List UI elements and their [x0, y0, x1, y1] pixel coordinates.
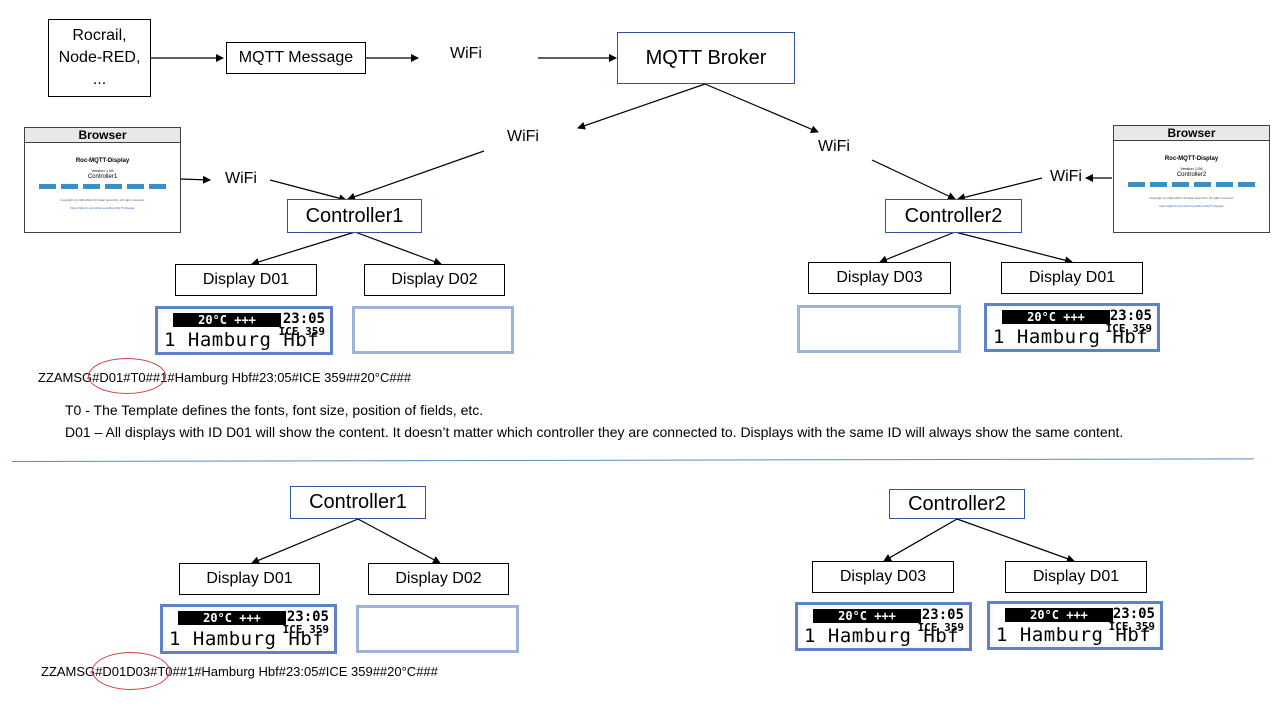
lcd-temperature-bar: 20°C +++: [178, 611, 286, 625]
lcd-train: ICE 359: [278, 325, 325, 338]
browser-button: [1150, 182, 1167, 187]
lcd-screen: 20°C +++ 23:05 ICE 359 1 Hamburg Hbf: [993, 606, 1157, 646]
lcd-time: 23:05: [1112, 606, 1155, 622]
display-d01-box: Display D01: [175, 264, 317, 296]
lcd-train: ICE 359: [282, 623, 329, 636]
lcd-destination: 1 Hamburg Hbf: [169, 628, 325, 650]
browser-button: [105, 184, 122, 189]
browser-button: [61, 184, 78, 189]
lcd-train: ICE 359: [1108, 620, 1155, 633]
mqtt-broker-box: MQTT Broker: [617, 32, 795, 84]
browser-button: [1194, 182, 1211, 187]
browser-header: Browser: [25, 128, 180, 143]
display-d03-box-bottom: Display D03: [812, 561, 954, 593]
wifi-label-browser-right: WiFi: [1050, 168, 1082, 185]
lcd-display-d03-empty: [797, 305, 961, 353]
source-more: ...: [92, 71, 107, 88]
display-d03-box: Display D03: [808, 262, 951, 294]
message-suffix: T0##1#Hamburg Hbf#23:05#ICE 359##20°C###: [157, 664, 438, 679]
browser-page-title: Roc-MQTT-Display: [75, 158, 130, 164]
browser-version: Version 1.06: [1180, 166, 1203, 171]
browser-button: [39, 184, 56, 189]
browser-link: https://github.com/chrismoss/Roc-MQTT-Di…: [70, 206, 135, 210]
note-template: T0 - The Template defines the fonts, fon…: [65, 402, 484, 418]
lcd-train: ICE 359: [1105, 322, 1152, 335]
message-prefix: ZZAMSG: [38, 370, 93, 385]
lcd-time: 23:05: [921, 607, 964, 623]
wifi-label-browser-left: WiFi: [225, 170, 257, 187]
browser-button: [1216, 182, 1233, 187]
lcd-display-d03-bottom: 20°C +++ 23:05 ICE 359 1 Hamburg Hbf: [795, 602, 972, 651]
controller1-box-bottom: Controller1: [290, 486, 426, 519]
note-display-id: D01 – All displays with ID D01 will show…: [65, 424, 1124, 440]
wifi-label-top: WiFi: [450, 45, 482, 62]
lcd-display-d02-empty-bottom: [356, 605, 519, 653]
source-node-red: Node-RED,: [58, 49, 141, 66]
source-box: Rocrail, Node-RED, ...: [48, 19, 151, 97]
browser-window-left: Browser Roc-MQTT-Display Version 1.06 Co…: [24, 127, 181, 233]
lcd-screen: 20°C +++ 23:05 ICE 359 1 Hamburg Hbf: [166, 609, 331, 650]
mqtt-message-box: MQTT Message: [226, 42, 366, 74]
browser-button: [83, 184, 100, 189]
browser-button: [1172, 182, 1189, 187]
lcd-temperature-bar: 20°C +++: [1005, 608, 1113, 622]
lcd-time: 23:05: [1109, 308, 1152, 324]
lcd-display-d01-right: 20°C +++ 23:05 ICE 359 1 Hamburg Hbf: [984, 303, 1160, 352]
browser-window-right: Browser Roc-MQTT-Display Version 1.06 Co…: [1113, 125, 1270, 233]
source-rocrail: Rocrail,: [72, 27, 127, 44]
display-d02-box-bottom: Display D02: [368, 563, 509, 595]
display-d01-box-right: Display D01: [1001, 262, 1143, 294]
browser-controller-name: Controller2: [1176, 172, 1207, 178]
browser-version: Version 1.06: [91, 168, 114, 173]
lcd-destination: 1 Hamburg Hbf: [993, 326, 1149, 348]
browser-button: [127, 184, 144, 189]
browser-button: [1128, 182, 1145, 187]
lcd-temperature-bar: 20°C +++: [173, 313, 281, 327]
display-d02-box: Display D02: [364, 264, 505, 296]
lcd-time: 23:05: [286, 609, 329, 625]
display-d01-box-bottom-right: Display D01: [1005, 561, 1147, 593]
highlight-oval-1: [88, 358, 166, 394]
browser-button: [149, 184, 166, 189]
lcd-destination: 1 Hamburg Hbf: [996, 624, 1152, 646]
browser-controller-name: Controller1: [87, 174, 118, 180]
lcd-screen: 20°C +++ 23:05 ICE 359 1 Hamburg Hbf: [161, 311, 327, 351]
browser-button-row: [39, 184, 166, 189]
wifi-label-left: WiFi: [507, 128, 539, 145]
lcd-display-d01: 20°C +++ 23:05 ICE 359 1 Hamburg Hbf: [155, 306, 333, 355]
browser-link: https://github.com/chrismoss/Roc-MQTT-Di…: [1159, 204, 1224, 208]
lcd-temperature-bar: 20°C +++: [813, 609, 921, 623]
lcd-train: ICE 359: [917, 621, 964, 634]
lcd-time: 23:05: [282, 311, 325, 327]
section-divider: [11, 458, 1254, 462]
lcd-destination: 1 Hamburg Hbf: [804, 625, 960, 647]
controller2-box-bottom: Controller2: [889, 489, 1025, 519]
wifi-label-right: WiFi: [818, 138, 850, 155]
lcd-temperature-bar: 20°C +++: [1002, 310, 1110, 324]
controller2-box-top: Controller2: [885, 199, 1022, 233]
browser-button: [1238, 182, 1255, 187]
message-suffix: #1#Hamburg Hbf#23:05#ICE 359##20°C###: [152, 370, 412, 385]
lcd-display-d02-empty: [352, 306, 514, 354]
browser-copyright: Copyright (c) 2020-2022 Christian Heinri…: [1149, 196, 1234, 200]
browser-copyright: Copyright (c) 2020-2022 Christian Heinri…: [60, 198, 145, 202]
controller1-box-top: Controller1: [287, 199, 422, 233]
lcd-destination: 1 Hamburg Hbf: [164, 329, 320, 351]
message-prefix: ZZAMSG: [41, 664, 96, 679]
display-d01-box-bottom: Display D01: [179, 563, 320, 595]
highlight-oval-2: [92, 652, 170, 690]
lcd-screen: 20°C +++ 23:05 ICE 359 1 Hamburg Hbf: [801, 607, 966, 647]
lcd-display-d01-bottom-right: 20°C +++ 23:05 ICE 359 1 Hamburg Hbf: [987, 601, 1163, 650]
browser-header: Browser: [1114, 126, 1269, 141]
browser-page-title: Roc-MQTT-Display: [1164, 156, 1219, 162]
lcd-display-d01-bottom: 20°C +++ 23:05 ICE 359 1 Hamburg Hbf: [160, 604, 337, 654]
lcd-screen: 20°C +++ 23:05 ICE 359 1 Hamburg Hbf: [990, 308, 1154, 348]
browser-button-row: [1128, 182, 1255, 187]
